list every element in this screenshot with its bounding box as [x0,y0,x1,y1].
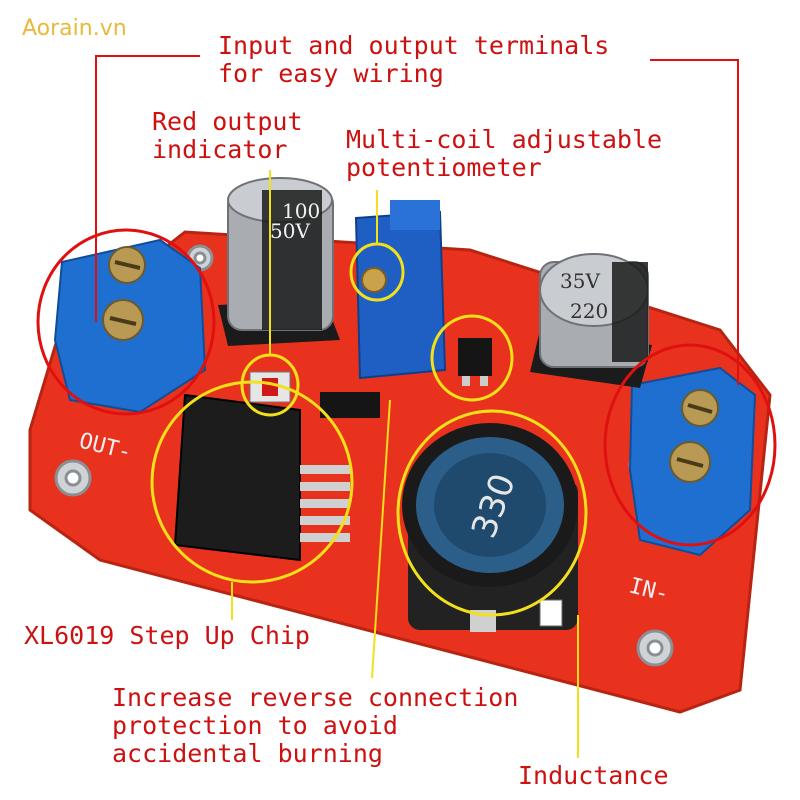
cap-left-voltage: 50V [270,219,310,243]
cap-left-value: 100 [282,199,320,223]
highlight-inductor [396,409,588,617]
label-protection-line1: Increase reverse connection [112,683,519,712]
highlight-chip [150,380,354,584]
leader-terminals [95,55,200,322]
label-terminals-line1: Input and output terminals [218,31,610,60]
label-potentiometer-line2: potentiometer [346,153,542,182]
watermark: Aorain.vn [22,16,127,41]
label-red-indicator-line2: indicator [152,135,288,164]
leader-protection [371,399,391,679]
label-potentiometer-line1: Multi-coil adjustable [346,125,663,154]
input-terminal-block [628,366,757,557]
label-chip: XL6019 Step Up Chip [24,621,310,650]
capacitor-left: 100 50V [218,177,340,346]
leader-terminals-right [650,59,739,385]
label-inductance: Inductance [518,761,669,790]
label-protection-line3: accidental burning [112,739,383,768]
highlight-diode [430,314,514,402]
cap-right-value: 220 [570,299,608,323]
label-red-indicator-line1: Red output [152,107,303,136]
potentiometer [354,200,447,380]
xl6019-chip [173,393,350,562]
inductor: 330 [402,423,578,632]
capacitor-right: 35V 220 [530,253,652,388]
output-terminal-block [53,238,207,414]
cap-right-voltage: 35V [560,269,600,293]
highlight-right-terminal [603,343,777,547]
highlight-left-terminal [36,228,216,416]
schottky-diode [458,338,492,386]
label-terminals-line2: for easy wiring [218,59,444,88]
label-protection-line2: protection to avoid [112,711,398,740]
smd-component [320,392,380,418]
